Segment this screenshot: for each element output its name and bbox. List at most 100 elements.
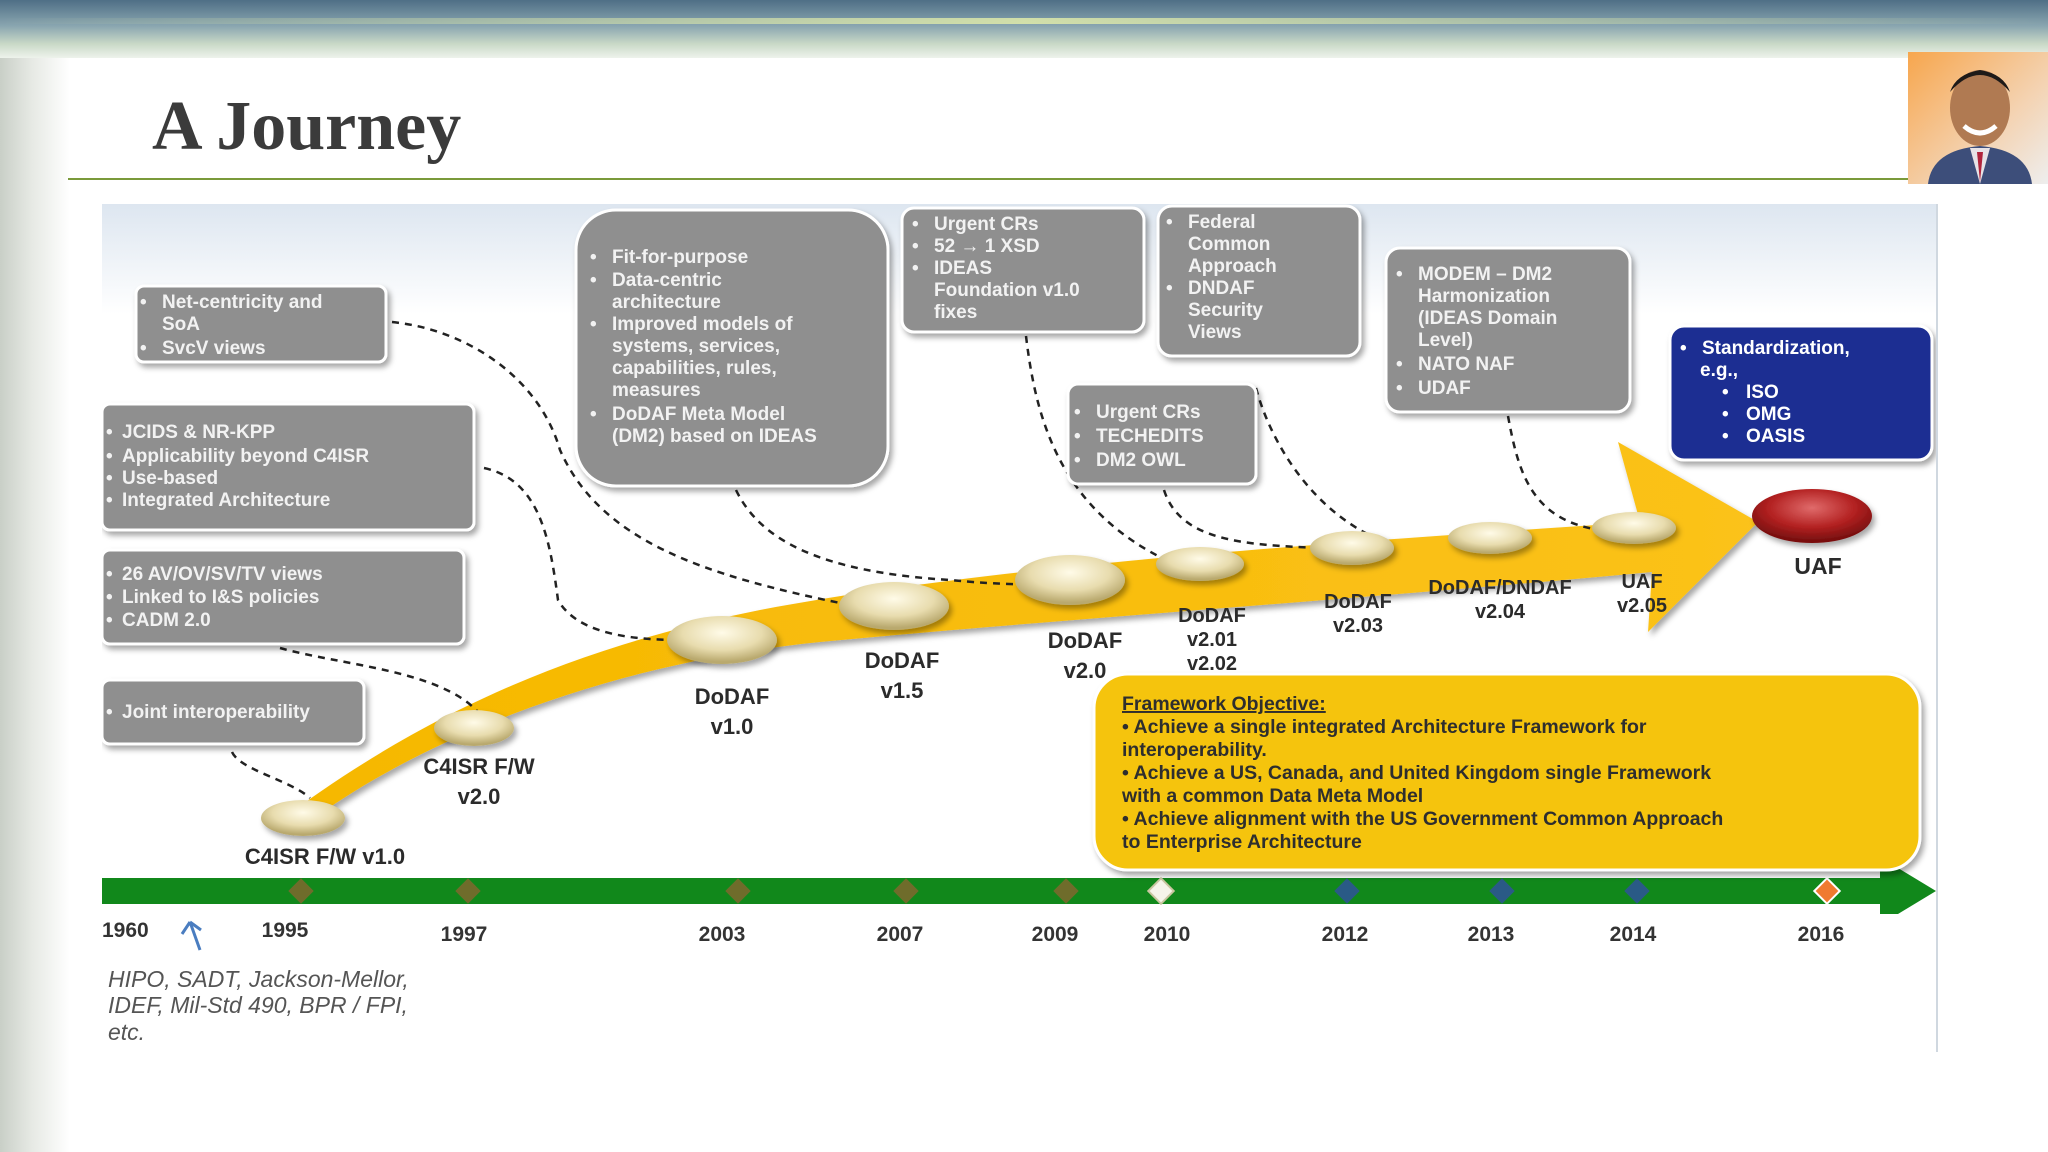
callout-federal-line: Federal bbox=[1188, 212, 1256, 233]
callout-urgent1-box bbox=[900, 206, 1146, 334]
callout-net-line: Net-centricity and bbox=[162, 292, 322, 313]
callout-net-line: SvcV views bbox=[162, 338, 266, 359]
bullet: • bbox=[590, 404, 597, 425]
year-label: 2003 bbox=[699, 923, 746, 946]
callout-modem-line: Harmonization bbox=[1418, 286, 1550, 307]
year-label: 1995 bbox=[262, 919, 309, 942]
marker-2007 bbox=[893, 878, 919, 904]
bullet: • bbox=[1396, 354, 1403, 375]
methods-note-line: IDEF, Mil-Std 490, BPR / FPI, bbox=[108, 992, 408, 1018]
diagram-panel: 1960 1995 1997 2003 2007 2009 2010 2012 … bbox=[100, 204, 1938, 1052]
disc-uaf bbox=[1752, 489, 1872, 543]
marker-1997 bbox=[455, 878, 481, 904]
callout-fit-line: (DM2) based on IDEAS bbox=[612, 426, 817, 447]
left-gradient bbox=[0, 0, 70, 1152]
callout-modem-line: Level) bbox=[1418, 330, 1473, 351]
milestone-labels: C4ISR F/W v1.0 C4ISR F/W v2.0 DoDAF v1.0… bbox=[245, 553, 1842, 869]
callout-federal-line: Approach bbox=[1188, 256, 1277, 277]
callout-urgent1-line: fixes bbox=[934, 302, 977, 323]
callout-boxes bbox=[100, 204, 1934, 746]
callout-federal-line: Common bbox=[1188, 234, 1270, 255]
callout-modem-line: NATO NAF bbox=[1418, 354, 1514, 375]
year-label: 2010 bbox=[1144, 923, 1191, 946]
callout-modem-line: MODEM – DM2 bbox=[1418, 264, 1552, 285]
connector-urgent2 bbox=[1162, 489, 1323, 550]
callout-modem-box bbox=[1384, 246, 1632, 414]
callout-joint-box bbox=[100, 678, 366, 746]
journey-diagram: 1960 1995 1997 2003 2007 2009 2010 2012 … bbox=[100, 204, 1936, 1045]
marker-2016 bbox=[1812, 876, 1842, 906]
callout-urgent1-line: IDEAS bbox=[934, 258, 992, 279]
bullet: • bbox=[106, 490, 113, 511]
methods-note-line: HIPO, SADT, Jackson-Mellor, bbox=[108, 966, 409, 992]
marker-2003 bbox=[725, 878, 751, 904]
bullet: • bbox=[912, 236, 919, 257]
bullet: • bbox=[1396, 264, 1403, 285]
objective-text: Framework Objective: • Achieve a single … bbox=[1121, 693, 1723, 853]
milestone-label: v2.01 bbox=[1187, 629, 1237, 651]
objective-heading: Framework Objective: bbox=[1122, 693, 1326, 715]
callout-federal-line: Security bbox=[1188, 300, 1263, 321]
objective-line: • Achieve a single integrated Architectu… bbox=[1122, 716, 1647, 738]
methods-note: HIPO, SADT, Jackson-Mellor, IDEF, Mil-St… bbox=[108, 966, 409, 1045]
callout-jcids-line: Applicability beyond C4ISR bbox=[122, 446, 369, 467]
bullet: • bbox=[590, 247, 597, 268]
milestone-label: v1.0 bbox=[711, 714, 754, 739]
connector-urgent1 bbox=[1024, 335, 1171, 564]
pointer-arrow-icon bbox=[180, 920, 202, 951]
connector-fit bbox=[734, 489, 1063, 586]
bullet: • bbox=[590, 314, 597, 335]
callout-views-line: CADM 2.0 bbox=[122, 610, 211, 631]
year-label: 1960 bbox=[102, 919, 149, 942]
milestone-label: v1.5 bbox=[881, 678, 924, 703]
methods-note-line: etc. bbox=[108, 1019, 145, 1045]
bullet: • bbox=[1074, 426, 1081, 447]
bullet: • bbox=[106, 610, 113, 631]
connector-joint bbox=[230, 751, 311, 799]
bullet: • bbox=[106, 422, 113, 443]
disc-dndaf-v204 bbox=[1448, 522, 1532, 554]
bullet: • bbox=[1722, 426, 1729, 447]
bullet: • bbox=[106, 587, 113, 608]
bullet: • bbox=[1074, 450, 1081, 471]
callout-urgent1-line: 52 → 1 XSD bbox=[934, 236, 1040, 257]
callout-modem-line: UDAF bbox=[1418, 378, 1471, 399]
bullet: • bbox=[106, 564, 113, 585]
connector-net bbox=[391, 320, 851, 607]
milestone-label: DoDAF bbox=[1178, 605, 1246, 627]
bullet: • bbox=[106, 468, 113, 489]
milestone-label: DoDAF bbox=[695, 684, 770, 709]
callout-fit-line: architecture bbox=[612, 292, 721, 313]
marker-1995 bbox=[288, 878, 314, 904]
callout-fit-line: capabilities, rules, bbox=[612, 358, 777, 379]
bullet: • bbox=[1722, 382, 1729, 403]
disc-c4isr-v2 bbox=[434, 710, 514, 746]
disc-uaf-v205 bbox=[1592, 512, 1676, 544]
callout-fit-line: systems, services, bbox=[612, 336, 780, 357]
milestone-label: C4ISR F/W bbox=[423, 754, 534, 779]
objective-line: with a common Data Meta Model bbox=[1121, 785, 1423, 807]
bullet: • bbox=[1722, 404, 1729, 425]
milestone-label: DoDAF/DNDAF bbox=[1428, 577, 1571, 599]
objective-line: • Achieve alignment with the US Governme… bbox=[1122, 808, 1723, 830]
callout-fit-line: Fit-for-purpose bbox=[612, 247, 748, 268]
milestone-label: DoDAF bbox=[865, 648, 940, 673]
objective-line: interoperability. bbox=[1122, 739, 1267, 761]
presenter-avatar-icon bbox=[1928, 70, 2032, 184]
milestone-label: v2.03 bbox=[1333, 615, 1383, 637]
disc-c4isr-v1 bbox=[261, 800, 345, 836]
objective-line: to Enterprise Architecture bbox=[1122, 831, 1362, 853]
callout-text: • Net-centricity and SoA • SvcV views • … bbox=[106, 212, 1850, 723]
bullet: • bbox=[106, 702, 113, 723]
title-divider bbox=[68, 178, 1908, 180]
bullet: • bbox=[1166, 212, 1173, 233]
callout-standard-line: e.g., bbox=[1700, 360, 1738, 381]
callout-federal-line: DNDAF bbox=[1188, 278, 1255, 299]
callout-fit-box bbox=[574, 208, 890, 488]
timeline-bar bbox=[102, 878, 1882, 904]
milestone-label: UAF bbox=[1794, 553, 1841, 579]
milestone-label: DoDAF bbox=[1324, 591, 1392, 613]
year-label: 2014 bbox=[1610, 923, 1657, 946]
milestone-label: v2.04 bbox=[1475, 601, 1526, 623]
